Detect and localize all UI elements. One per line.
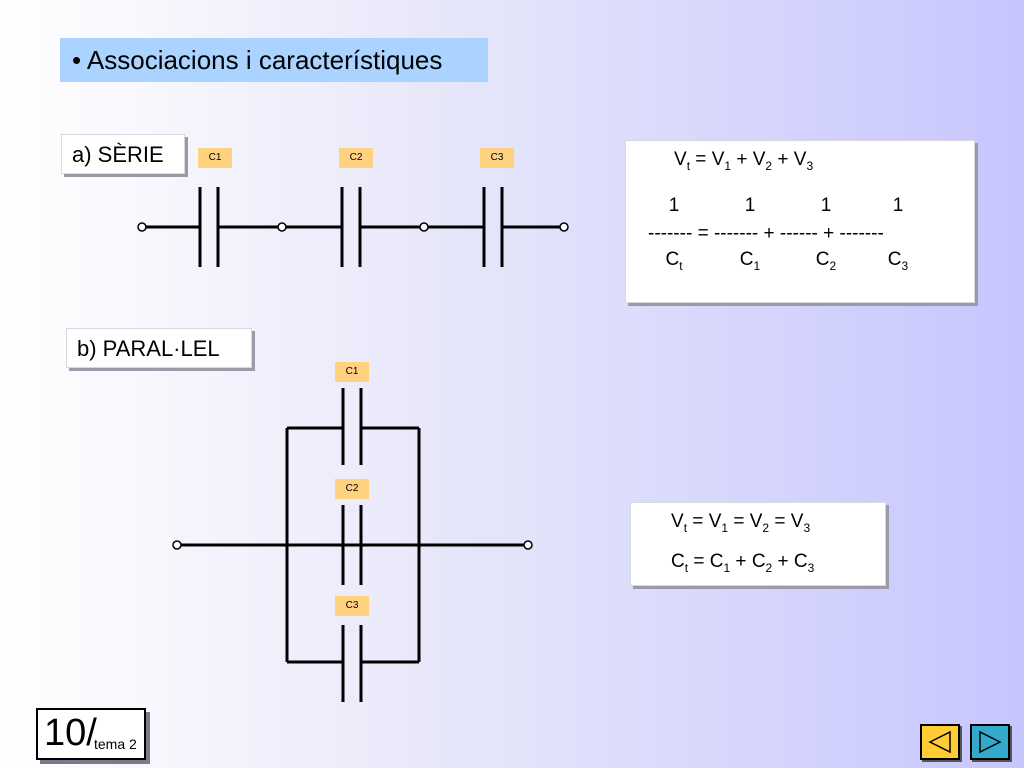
parallel-capacitance-formula: Ct = C1 + C2 + C3	[671, 551, 815, 575]
parallel-voltage-formula: Vt = V1 = V2 = V3	[671, 511, 811, 535]
parallel-label: b) PARAL·LEL	[66, 328, 252, 368]
numerator-t: 1	[668, 195, 680, 216]
series-circuit	[146, 187, 560, 267]
denominator-2: C2	[815, 249, 837, 273]
series-label: a) SÈRIE	[61, 134, 185, 174]
denominator-1: C1	[739, 249, 761, 273]
fraction-bars: ------- = ------- + ------ + -------	[648, 223, 884, 244]
series-cap-c2-tag: C2	[339, 148, 373, 168]
parallel-cap-c2-tag: C2	[335, 479, 369, 499]
series-formula-box: Vt = V1 + V2 + V3 1 1 1 1 ------- = ----…	[625, 140, 975, 303]
numerator-3: 1	[892, 195, 904, 216]
topic-label: tema 2	[94, 736, 137, 752]
parallel-cap-c1-tag: C1	[335, 362, 369, 382]
page-title: • Associacions i característiques	[60, 38, 488, 82]
series-terminals	[137, 222, 569, 232]
numerator-1: 1	[744, 195, 756, 216]
series-cap-c1-tag: C1	[198, 148, 232, 168]
previous-button[interactable]	[920, 724, 960, 760]
page-number-box: 10/ tema 2	[36, 708, 146, 760]
next-button[interactable]	[970, 724, 1010, 760]
series-voltage-formula: Vt = V1 + V2 + V3	[674, 149, 814, 173]
parallel-circuit	[181, 388, 524, 702]
triangle-right-icon	[979, 730, 1002, 754]
series-cap-c3-tag: C3	[480, 148, 514, 168]
denominator-3: C3	[887, 249, 909, 273]
parallel-formula-box: Vt = V1 = V2 = V3 Ct = C1 + C2 + C3	[630, 502, 886, 586]
denominator-t: Ct	[665, 249, 683, 273]
page-number: 10/	[44, 712, 97, 754]
parallel-terminals	[172, 540, 533, 550]
triangle-left-icon	[928, 730, 951, 754]
numerator-2: 1	[820, 195, 832, 216]
parallel-cap-c3-tag: C3	[335, 596, 369, 616]
